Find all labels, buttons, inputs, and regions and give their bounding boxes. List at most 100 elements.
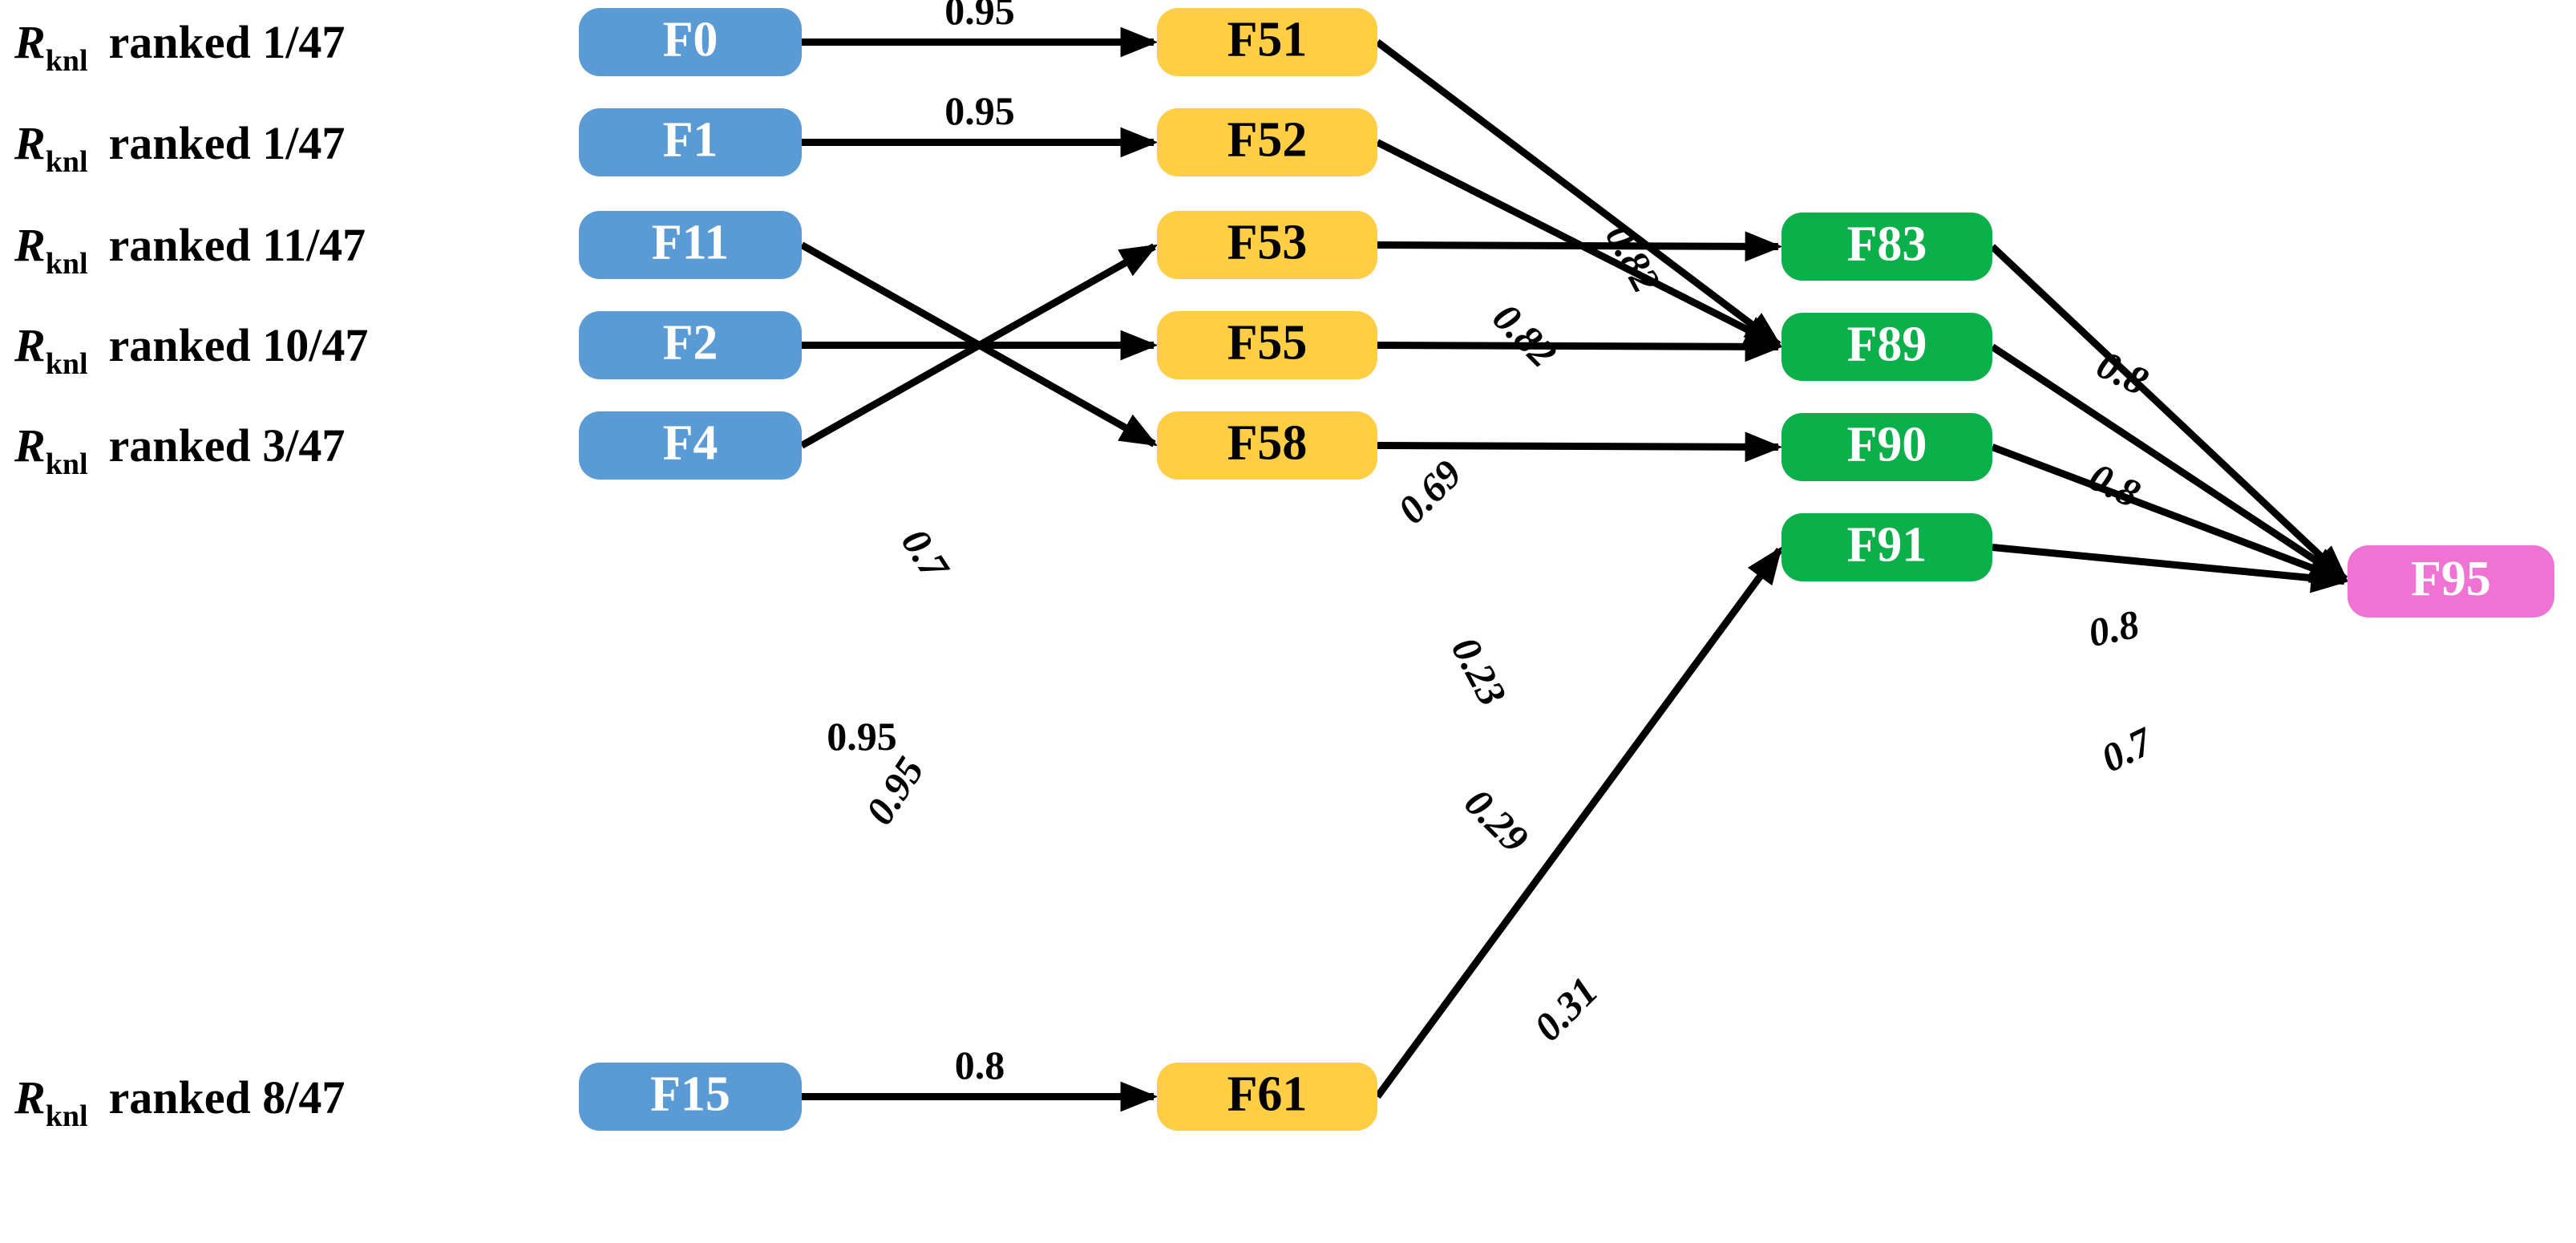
node-label: F89: [1847, 318, 1927, 372]
metric-subscript: knl: [46, 447, 88, 481]
edge-weight-label: 0.82: [1484, 294, 1565, 375]
edge-weight-label: 0.23: [1443, 630, 1516, 713]
node-box: [1157, 1063, 1377, 1131]
metric-subscript: knl: [46, 347, 88, 381]
node-f53[interactable]: F53: [1157, 211, 1377, 279]
node-label: F51: [1227, 13, 1308, 67]
metric-symbol: R: [14, 1071, 46, 1124]
rank-text: ranked 10/47: [109, 319, 369, 371]
node-f61[interactable]: F61: [1157, 1063, 1377, 1131]
rank-text: ranked 8/47: [109, 1071, 346, 1124]
node-label: F91: [1847, 518, 1927, 573]
rank-label-text: Rknl ranked 1/47: [14, 16, 345, 78]
rank-text: ranked 1/47: [109, 117, 346, 169]
rank-text: ranked 11/47: [109, 219, 366, 271]
node-f95[interactable]: F95: [2348, 545, 2554, 617]
node-label: F53: [1227, 216, 1308, 270]
node-box: [2348, 545, 2554, 617]
rank-label-text: Rknl ranked 11/47: [14, 219, 366, 281]
edge-weight-label: 0.95: [856, 749, 932, 832]
node-f89[interactable]: F89: [1781, 313, 1992, 381]
edge-f4-to-f53: [799, 243, 1159, 449]
node-label: F1: [663, 113, 718, 168]
node-f55[interactable]: F55: [1157, 311, 1377, 379]
node-box: [1781, 413, 1992, 481]
node-box: [1781, 213, 1992, 281]
node-label: F2: [663, 316, 718, 370]
node-f52[interactable]: F52: [1157, 108, 1377, 176]
node-label: F4: [663, 416, 718, 471]
edge-weight-label: 0.8: [2082, 454, 2147, 516]
rank-label-row: Rknl ranked 1/47: [14, 117, 345, 179]
node-box: [579, 411, 802, 480]
metric-symbol: R: [14, 16, 46, 68]
node-f51[interactable]: F51: [1157, 8, 1377, 76]
node-f91[interactable]: F91: [1781, 513, 1992, 581]
metric-symbol: R: [14, 117, 46, 169]
edge-f61-to-f91: [1374, 546, 1783, 1099]
node-label: F15: [650, 1067, 730, 1122]
rank-label-text: Rknl ranked 8/47: [14, 1071, 345, 1133]
edge-weight-label: 0.95: [944, 88, 1015, 133]
edge-weight-label: 0.95: [827, 714, 897, 759]
edge-f53-to-f83: [1377, 231, 1783, 262]
edge-f51-to-f89: [1375, 38, 1783, 348]
edge-f55-to-f89: [1377, 331, 1783, 362]
node-box: [1157, 311, 1377, 379]
edge-weight-label: 0.69: [1389, 451, 1470, 532]
node-box: [1157, 108, 1377, 176]
edge-weight-label: 0.95: [944, 0, 1015, 33]
node-f0[interactable]: F0: [579, 8, 802, 76]
node-label: F11: [652, 216, 729, 270]
node-box: [579, 1063, 802, 1131]
node-box: [1157, 211, 1377, 279]
node-label: F83: [1847, 217, 1927, 272]
node-box: [579, 311, 802, 379]
rank-text: ranked 1/47: [109, 16, 346, 68]
node-f15[interactable]: F15: [579, 1063, 802, 1131]
edge-weight-label: 0.7: [893, 520, 959, 589]
edges-layer: [799, 26, 2349, 1112]
node-label: F90: [1847, 418, 1927, 472]
node-f58[interactable]: F58: [1157, 411, 1377, 480]
edge-f91-to-f95: [1992, 544, 2349, 593]
metric-symbol: R: [14, 419, 46, 472]
node-box: [579, 8, 802, 76]
edge-weight-label: 0.31: [1525, 968, 1606, 1049]
node-f90[interactable]: F90: [1781, 413, 1992, 481]
metric-subscript: knl: [46, 44, 88, 78]
metric-symbol: R: [14, 219, 46, 271]
metric-subscript: knl: [46, 145, 88, 179]
metric-subscript: knl: [46, 247, 88, 281]
node-label: F55: [1227, 316, 1308, 370]
edge-weight-label: 0.29: [1456, 779, 1537, 860]
edge-weight-label: 0.8: [955, 1043, 1005, 1087]
node-box: [1157, 411, 1377, 480]
node-box: [1781, 513, 1992, 581]
edge-weight-label: 0.8: [2085, 601, 2143, 655]
metric-subscript: knl: [46, 1099, 88, 1133]
node-box: [579, 211, 802, 279]
rank-label-row: Rknl ranked 1/47: [14, 16, 345, 78]
edge-f83-to-f95: [1989, 244, 2349, 582]
node-box: [579, 108, 802, 176]
node-f4[interactable]: F4: [579, 411, 802, 480]
node-label: F0: [663, 13, 718, 67]
node-f1[interactable]: F1: [579, 108, 802, 176]
rank-label-row: Rknl ranked 11/47: [14, 219, 366, 281]
node-f2[interactable]: F2: [579, 311, 802, 379]
node-label: F52: [1227, 113, 1308, 168]
rank-label-row: Rknl ranked 8/47: [14, 1071, 345, 1133]
edge-f89-to-f95: [1990, 343, 2349, 583]
node-label: F95: [2411, 552, 2491, 606]
node-f83[interactable]: F83: [1781, 213, 1992, 281]
node-label: F58: [1227, 416, 1308, 471]
node-f11[interactable]: F11: [579, 211, 802, 279]
edge-f58-to-f90: [1377, 431, 1783, 463]
